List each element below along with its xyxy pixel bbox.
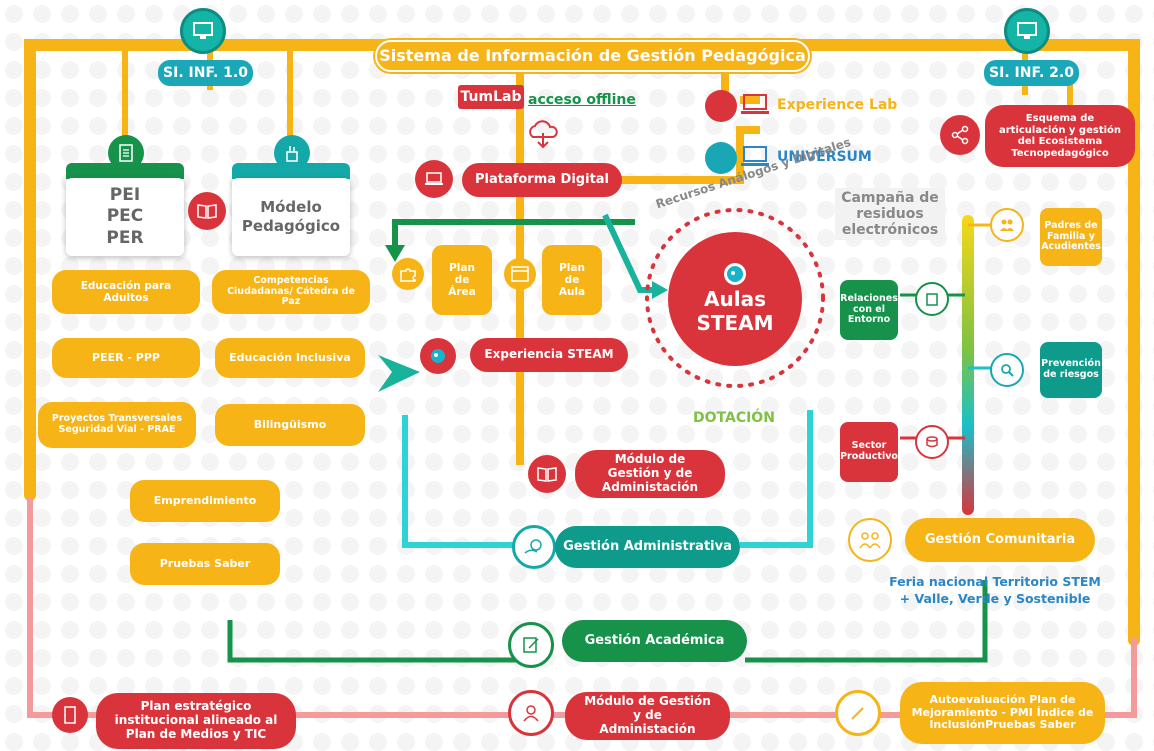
coins-icon [915,425,949,459]
universum-dot [705,142,737,174]
educacion-inclusiva[interactable]: Educación Inclusiva [215,338,365,378]
money-hand-icon [512,525,556,569]
plan-estrategico[interactable]: Plan estratégico institucional alineado … [96,693,296,749]
robot-icon [724,263,746,285]
pedagogico-line: Pedagógico [241,217,341,235]
sector-productivo[interactable]: Sector Productivo [840,422,898,482]
browser-icon [504,258,536,290]
document-icon [108,135,144,171]
laptop-icon [740,144,770,172]
offline-label: acceso offline [528,92,636,108]
puzzle-icon [392,258,424,290]
peer-ppp[interactable]: PEER - PPP [52,338,200,378]
experiencia-steam[interactable]: Experiencia STEAM [470,338,628,372]
building-icon [915,282,949,316]
per-line: PER [106,227,144,248]
padres-familia[interactable]: Padres de Familia y Acudientes [1040,208,1102,266]
proyectos-transversales[interactable]: Proyectos Transversales Seguridad Vial -… [38,402,196,448]
prevencion-riesgos[interactable]: Prevención de riesgos [1040,342,1102,398]
aulas-line1: Aulas [704,287,766,311]
robot-icon [420,338,456,374]
bilinguismo[interactable]: Bilingüismo [215,404,365,446]
plan-aula[interactable]: Plan de Aula [542,245,602,315]
modelo-line: Módelo [260,198,322,217]
educacion-adultos[interactable]: Educación para Adultos [52,270,200,314]
people-icon [990,208,1024,242]
aulas-steam[interactable]: Aulas STEAM [668,232,802,366]
plan-area[interactable]: Plan de Área [432,245,492,315]
feria-line2: + Valle, Verde y Sostenible [899,590,1091,606]
gestion-academica[interactable]: Gestión Académica [562,620,747,662]
people-icon [848,518,892,562]
book-icon [52,697,88,733]
tumlab-label: TumLab [458,85,524,109]
monitor-icon [1004,8,1050,54]
pruebas-saber[interactable]: Pruebas Saber [130,543,280,585]
experience-lab-label: Experience Lab [777,97,898,113]
pencil-cup-icon [274,135,310,171]
relaciones-entorno[interactable]: Relaciones con el Entorno [840,280,898,340]
modulo-gestion-2[interactable]: Módulo de Gestión y de Administación [565,692,730,740]
universum-label: UNIVERSUM [777,149,872,165]
aulas-line2: STEAM [696,311,774,335]
competencias-ciudadanas[interactable]: Competencias Ciudadanas/ Cátedra de Paz [212,270,370,314]
esquema-articulacion[interactable]: Esquema de articulación y gestión del Ec… [985,105,1135,167]
book-icon [528,455,566,493]
book-icon [188,192,226,230]
laptop-icon [740,92,770,120]
autoevaluacion[interactable]: Autoevaluación Plan de Mejoramiento - PM… [900,682,1105,744]
dotacion-label: DOTACIÓN [693,410,775,426]
feria-line1: Feria nacional Territorio STEM [889,574,1101,589]
modelo-card-tab [232,163,350,179]
magnifier-icon [990,353,1024,387]
modulo-gestion-1[interactable]: Módulo de Gestión y de Administación [575,450,725,498]
emprendimiento[interactable]: Emprendimiento [130,480,280,522]
campana-label: Campaña de residuos electrónicos [835,188,945,240]
experience-lab-dot [705,90,737,122]
monitor-icon [180,8,226,54]
feria-label: Feria nacional Territorio STEM + Valle, … [870,574,1120,608]
pec-line: PEC [106,206,144,227]
pei-card-tab [66,163,184,179]
plataforma-digital[interactable]: Plataforma Digital [462,163,622,197]
cloud-download-icon [525,115,561,151]
si-right-badge: SI. INF. 2.0 [984,60,1079,86]
user-icon [508,690,554,736]
edit-icon [508,622,554,668]
si-left-badge: SI. INF. 1.0 [158,60,253,86]
pei-line: PEI [109,185,141,206]
edit-icon [835,690,881,736]
system-title: Sistema de Información de Gestión Pedagó… [375,40,810,72]
gestion-comunitaria[interactable]: Gestión Comunitaria [905,518,1095,562]
gestion-administrativa[interactable]: Gestión Administrativa [555,526,740,568]
laptop-icon [415,160,453,198]
share-icon [940,115,980,155]
